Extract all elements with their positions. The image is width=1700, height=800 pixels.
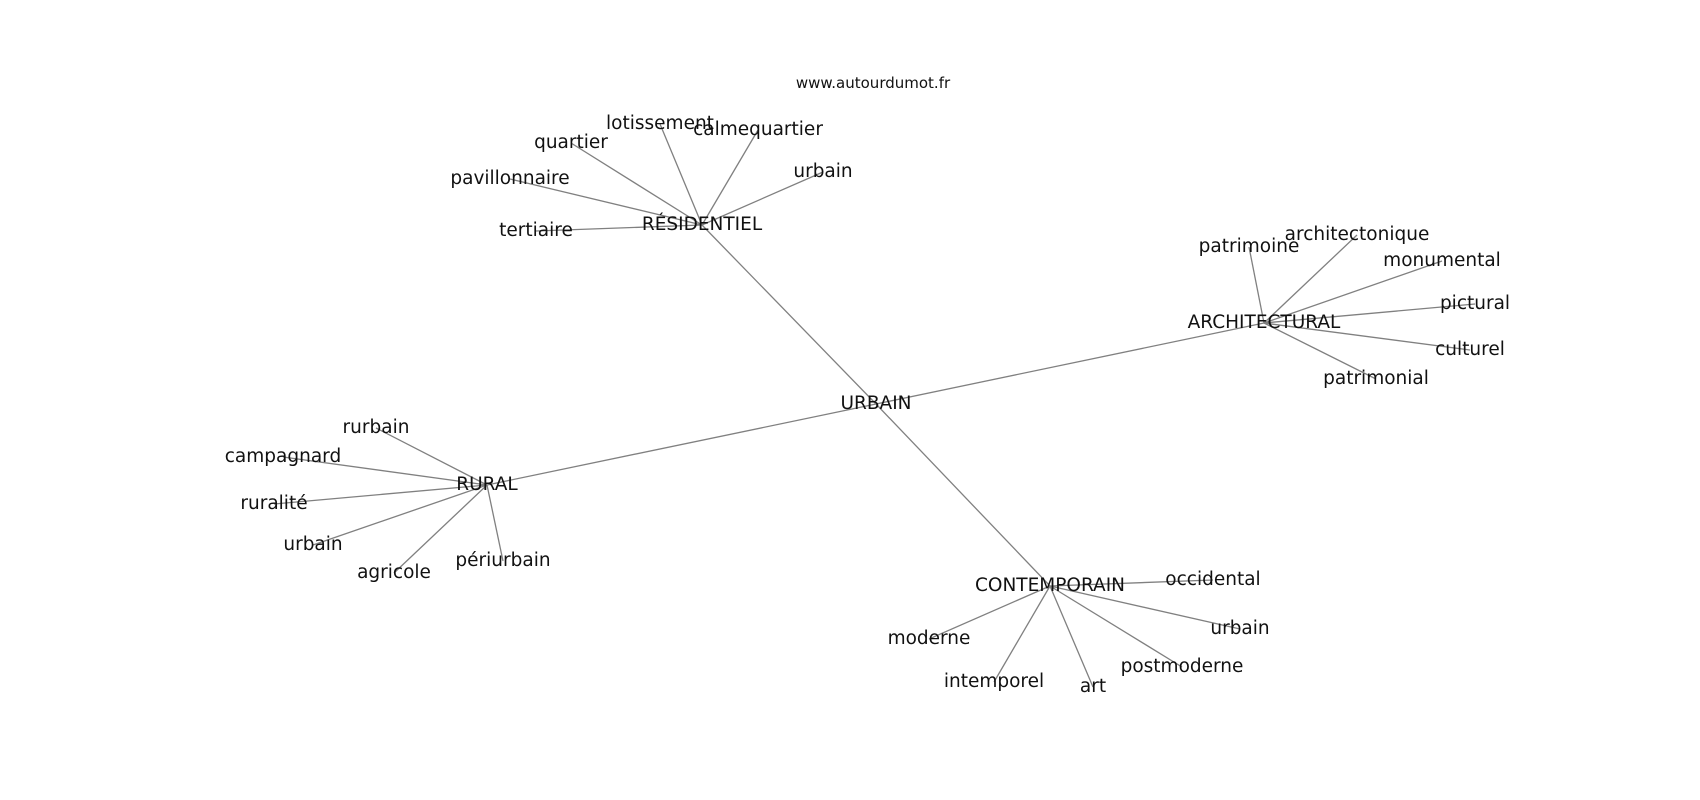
edge-center-to-hub: [701, 224, 877, 405]
edge-hub-to-word: [1263, 322, 1377, 380]
word-node[interactable]: quartier: [534, 132, 608, 153]
hub-node[interactable]: RÉSIDENTIEL: [642, 213, 763, 235]
word-node[interactable]: patrimoine: [1199, 236, 1300, 257]
edge-hub-to-word: [393, 484, 488, 574]
edge-hub-to-word: [282, 456, 488, 486]
edge-hub-to-word: [928, 585, 1051, 640]
edge-hub-to-word: [1263, 322, 1471, 351]
word-node[interactable]: postmoderne: [1121, 656, 1244, 677]
edge-hub-to-word: [375, 427, 488, 486]
word-node[interactable]: monumental: [1383, 250, 1501, 271]
edge-hub-to-word: [1049, 585, 1183, 668]
word-node[interactable]: campagnard: [225, 446, 341, 467]
edge-hub-to-word: [1263, 260, 1443, 324]
edge-hub-to-word: [659, 123, 703, 226]
edge-hub-to-word: [993, 585, 1051, 683]
word-node[interactable]: agricole: [357, 562, 431, 583]
word-node[interactable]: urbain: [283, 534, 342, 555]
edge-hub-to-word: [1248, 246, 1265, 324]
edge-hub-to-word: [1263, 303, 1476, 324]
hub-node[interactable]: CONTEMPORAIN: [975, 575, 1125, 596]
word-node[interactable]: architectonique: [1285, 224, 1430, 245]
word-node[interactable]: tertiaire: [499, 220, 573, 241]
word-node[interactable]: lotissement: [606, 113, 714, 134]
word-node[interactable]: calmequartier: [693, 119, 823, 140]
edge-hub-to-word: [701, 171, 824, 226]
word-node[interactable]: urbain: [793, 161, 852, 182]
center-node[interactable]: URBAIN: [840, 393, 911, 414]
word-node[interactable]: urbain: [1210, 618, 1269, 639]
hub-node[interactable]: RURAL: [456, 474, 518, 495]
word-node[interactable]: culturel: [1435, 339, 1505, 360]
edge-hub-to-word: [1049, 585, 1094, 688]
edge-hub-to-word: [486, 484, 504, 562]
word-node[interactable]: pictural: [1440, 293, 1510, 314]
word-node[interactable]: patrimonial: [1323, 368, 1429, 389]
edge-hub-to-word: [312, 484, 488, 546]
labels-layer: URBAIN RÉSIDENTIEL lotissementcalmequartie…: [225, 113, 1510, 697]
edge-center-to-hub: [875, 322, 1265, 405]
edge-center-to-hub: [486, 403, 877, 486]
word-node[interactable]: pavillonnaire: [450, 168, 569, 189]
word-node[interactable]: art: [1080, 676, 1106, 697]
edge-hub-to-word: [1263, 234, 1358, 324]
edge-hub-to-word: [509, 178, 703, 226]
word-node[interactable]: intemporel: [944, 671, 1044, 692]
edge-hub-to-word: [273, 484, 488, 505]
edges-layer: [273, 123, 1476, 688]
hub-node[interactable]: ARCHITECTURAL: [1188, 312, 1341, 333]
edge-hub-to-word: [570, 142, 703, 226]
edge-hub-to-word: [535, 224, 703, 232]
edge-hub-to-word: [1049, 579, 1214, 587]
word-node[interactable]: occidental: [1165, 569, 1260, 590]
word-node[interactable]: moderne: [888, 628, 971, 649]
word-node[interactable]: périurbain: [455, 550, 550, 571]
edge-hub-to-word: [701, 129, 759, 226]
edge-hub-to-word: [1049, 585, 1241, 630]
word-node[interactable]: ruralité: [240, 493, 307, 514]
word-node[interactable]: rurbain: [343, 417, 410, 438]
source-watermark: www.autourdumot.fr: [796, 74, 951, 92]
edge-center-to-hub: [875, 403, 1051, 587]
